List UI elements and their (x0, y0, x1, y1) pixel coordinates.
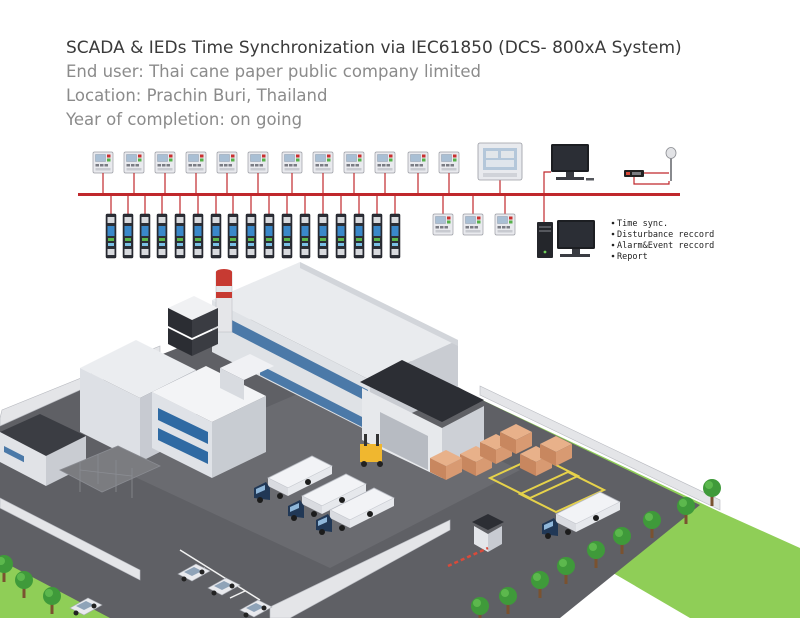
guard-house (447, 514, 504, 568)
substation (59, 445, 161, 498)
end-user-line: End user: Thai cane paper public company… (66, 62, 481, 81)
ied-module-icon (281, 213, 293, 259)
ied-droplines (110, 194, 545, 222)
protection-relay-icon (185, 151, 207, 174)
relay-row-bottom (432, 213, 516, 236)
monitor-icon (551, 144, 594, 181)
function-list: Time sync. Disturbance reccord Alarm&Eve… (611, 219, 714, 262)
relay-droplines-top (102, 173, 501, 194)
main-warehouse (212, 262, 458, 432)
year-line: Year of completion: on going (66, 110, 303, 129)
protection-relay-icon (92, 151, 114, 174)
protection-relay-icon (374, 151, 396, 174)
function-item: Time sync. (617, 219, 668, 229)
ied-module-icon (139, 213, 151, 259)
protection-relay-icon (494, 213, 516, 236)
protection-relay-icon (432, 213, 454, 236)
chimney (215, 269, 233, 333)
ied-module-icon (156, 213, 168, 259)
ied-module-icon (317, 213, 329, 259)
protection-relay-icon (154, 151, 176, 174)
ied-module-icon (389, 213, 401, 259)
protection-relay-icon (281, 151, 303, 174)
ied-module-icon (105, 213, 117, 259)
hmi-panel-icon (477, 142, 523, 181)
function-item: Alarm&Event reccord (617, 241, 714, 251)
server-tower-icon (537, 222, 553, 258)
ied-module-icon (335, 213, 347, 259)
function-item: Report (617, 252, 648, 262)
protection-relay-icon (462, 213, 484, 236)
ied-module-icon (192, 213, 204, 259)
office-building (80, 340, 274, 478)
monitor-icon (557, 220, 595, 257)
page-title: SCADA & IEDs Time Synchronization via IE… (66, 38, 682, 58)
protection-relay-icon (438, 151, 460, 174)
ied-module-icon (227, 213, 239, 259)
cooling-unit (168, 296, 218, 356)
gps-antenna-icon (665, 147, 677, 181)
shed-left (0, 414, 86, 486)
relay-row-top (92, 151, 460, 174)
header-block: SCADA & IEDs Time Synchronization via IE… (66, 36, 682, 132)
function-item: Disturbance reccord (617, 230, 714, 240)
ied-module-icon (263, 213, 275, 259)
ied-module-icon (371, 213, 383, 259)
bus-branches (543, 171, 670, 194)
protection-relay-icon (343, 151, 365, 174)
protection-relay-icon (123, 151, 145, 174)
ied-module-icon (210, 213, 222, 259)
protection-relay-icon (247, 151, 269, 174)
ied-module-icon (174, 213, 186, 259)
ied-module-icon (245, 213, 257, 259)
protection-relay-icon (216, 151, 238, 174)
forklift (360, 434, 383, 467)
ied-module-icon (122, 213, 134, 259)
protection-relay-icon (312, 151, 334, 174)
location-line: Location: Prachin Buri, Thailand (66, 86, 328, 105)
factory-illustration (0, 262, 800, 618)
ied-row (105, 213, 401, 259)
protection-relay-icon (407, 151, 429, 174)
ied-module-icon (353, 213, 365, 259)
ied-module-icon (299, 213, 311, 259)
gps-clock-icon (624, 170, 644, 177)
